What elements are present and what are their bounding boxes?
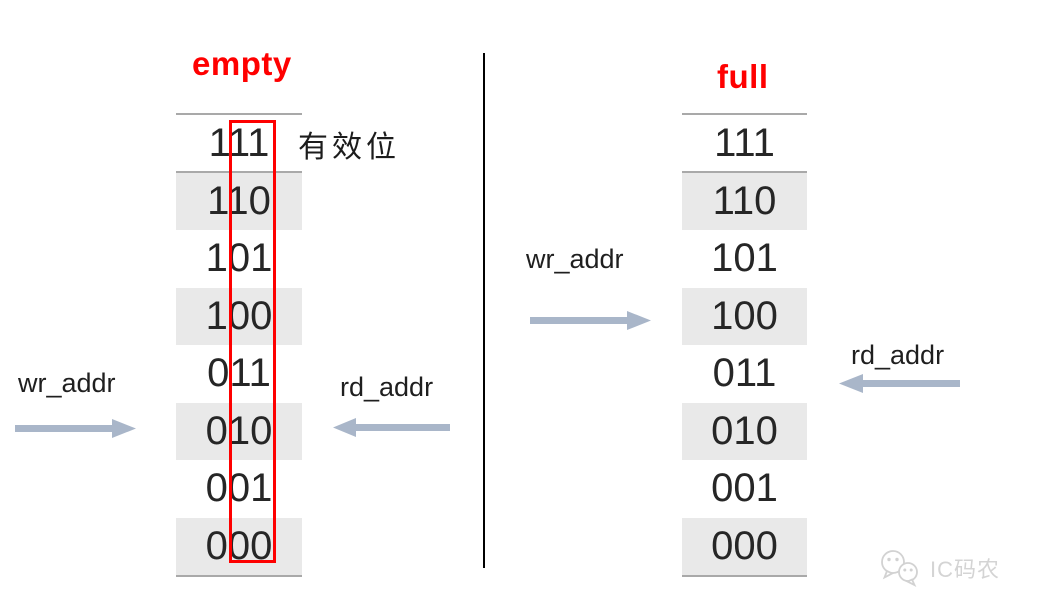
valid-bits-highlight-box (229, 120, 276, 563)
address-row: 111 (176, 115, 302, 173)
empty-title: empty (192, 45, 292, 82)
address-row: 011 (712, 351, 777, 395)
address-row: 010 (176, 402, 302, 460)
empty-wr-addr-label: wr_addr (18, 368, 116, 398)
address-row: 001 (711, 466, 778, 510)
arrow-shape (15, 419, 136, 438)
address-row: 101 (711, 236, 778, 280)
address-row: 000 (682, 517, 807, 575)
empty-address-table: 111 110 101 100 011 010 001 000 (176, 113, 302, 577)
address-row: 010 (682, 402, 807, 460)
right-arrow-icon (530, 311, 651, 330)
address-row: 100 (176, 287, 302, 345)
address-row: 001 (205, 466, 273, 510)
wechat-icon (881, 550, 918, 587)
arrow-shape (839, 374, 960, 393)
watermark: IC码农 (878, 549, 1000, 587)
address-row: 011 (207, 351, 271, 395)
full-wr-addr-label: wr_addr (526, 244, 624, 274)
arrow-shape (530, 311, 651, 330)
address-row: 100 (682, 287, 807, 345)
address-row: 101 (205, 236, 273, 280)
full-title: full (717, 58, 769, 95)
section-divider-line (483, 53, 485, 568)
watermark-text: IC码农 (930, 557, 1001, 582)
left-arrow-icon (333, 418, 450, 437)
full-rd-addr-label: rd_addr (851, 340, 945, 370)
left-arrow-icon (839, 374, 960, 393)
address-row: 000 (176, 517, 302, 575)
empty-rd-addr-label: rd_addr (340, 372, 434, 402)
address-row: 110 (176, 172, 302, 230)
valid-bit-label: 有效位 (298, 131, 400, 164)
address-row: 110 (682, 172, 807, 230)
full-address-table: 111 110 101 100 011 010 001 000 (682, 113, 807, 577)
right-arrow-icon (15, 419, 136, 438)
address-row: 111 (682, 115, 807, 173)
arrow-shape (333, 418, 450, 437)
